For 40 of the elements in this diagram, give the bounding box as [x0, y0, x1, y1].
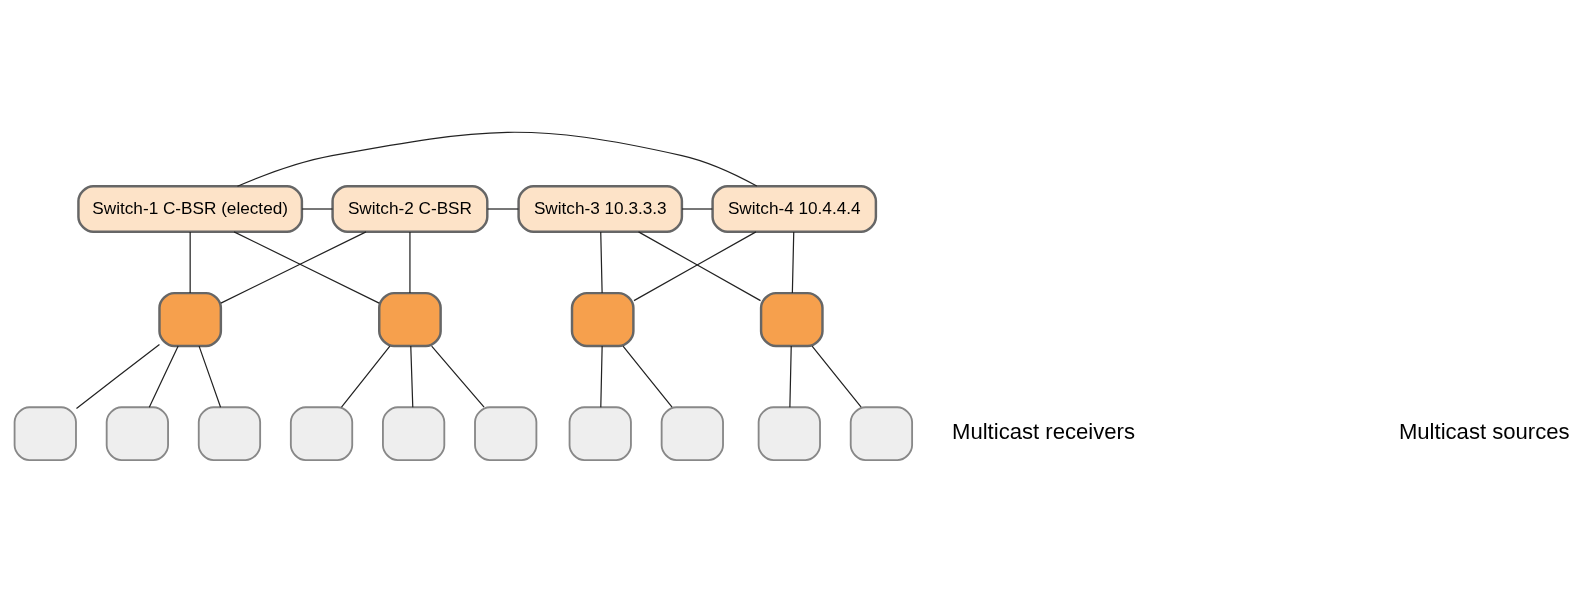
connector: [431, 345, 485, 408]
connector: [791, 231, 795, 294]
connector: [233, 231, 380, 304]
connector: [75, 343, 161, 410]
node-box: [568, 406, 632, 461]
connector: [622, 345, 673, 408]
node-box: [474, 406, 538, 461]
node-box: [378, 291, 442, 348]
connector: [600, 345, 603, 408]
node-box: Switch-3 10.3.3.3: [517, 185, 684, 233]
node-box: [849, 406, 914, 461]
connector: [811, 345, 862, 408]
connector: [789, 345, 792, 408]
connector: [148, 345, 179, 408]
connector: [410, 345, 414, 408]
connector: [409, 231, 411, 294]
node-box: Switch-4 10.4.4.4: [711, 185, 878, 233]
node-box: [757, 406, 821, 461]
connector: [236, 131, 758, 187]
node-box: Switch-2 C-BSR: [331, 185, 489, 233]
connector: [487, 208, 520, 210]
label: Multicast sources: [1398, 419, 1570, 445]
node-box: [660, 406, 724, 461]
node-box: [158, 291, 223, 348]
node-box: [105, 406, 169, 461]
connector: [340, 345, 391, 408]
connector: [198, 345, 222, 408]
node-box: Switch-1 C-BSR (elected): [77, 185, 304, 233]
node-box: [197, 406, 262, 461]
node-box: [13, 406, 77, 461]
label: Multicast receivers: [952, 419, 1135, 445]
node-box: [382, 406, 446, 461]
node-box: [570, 291, 635, 348]
connector: [189, 231, 191, 294]
node-box: [289, 406, 354, 461]
connector: [600, 231, 603, 294]
connector: [681, 208, 713, 210]
connector: [220, 231, 367, 304]
node-box: [759, 291, 824, 348]
connector: [301, 208, 334, 210]
